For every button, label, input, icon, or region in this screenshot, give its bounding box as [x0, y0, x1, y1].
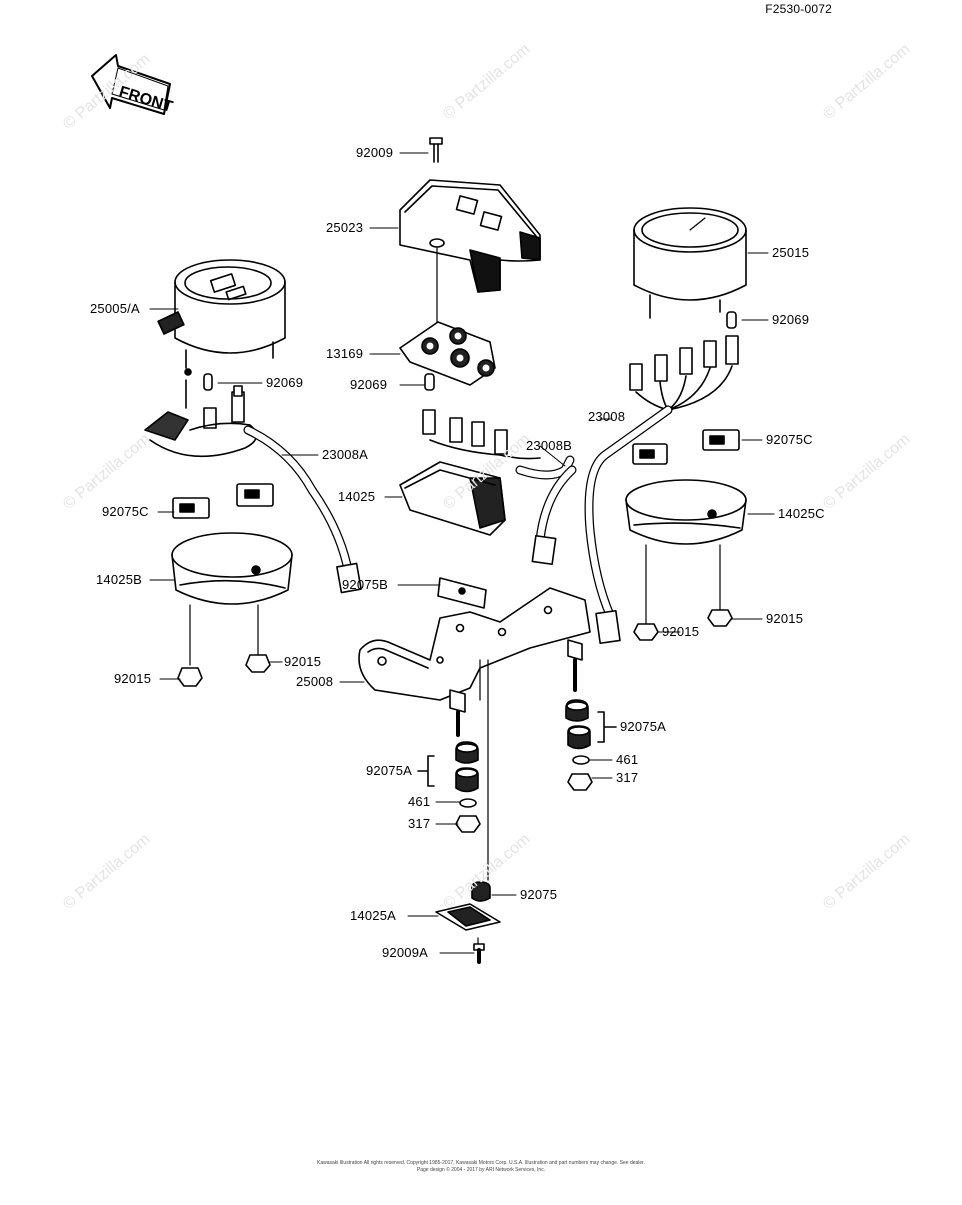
center-case-14025 [399, 461, 506, 536]
part-label-14025B[interactable]: 14025B [96, 572, 143, 587]
part-label-23008[interactable]: 23008 [588, 409, 626, 424]
part-label-92075C-right[interactable]: 92075C [766, 432, 813, 447]
part-label-92069-left[interactable]: 92069 [266, 375, 304, 390]
part-label-92015-right[interactable]: 92015 [766, 611, 804, 626]
part-label-92075A-right[interactable]: 92075A [620, 719, 667, 734]
right-cup-14025C [625, 429, 747, 641]
part-label-461-right[interactable]: 461 [616, 752, 639, 767]
part-label-25008[interactable]: 25008 [296, 674, 334, 689]
center-cover-25023 [399, 137, 541, 331]
left-clips [172, 483, 274, 519]
part-label-317-right[interactable]: 317 [616, 770, 639, 785]
part-label-461-left[interactable]: 461 [408, 794, 431, 809]
right-grommet-stack [565, 699, 617, 791]
part-label-317-left[interactable]: 317 [408, 816, 431, 831]
right-meter-25015 [633, 207, 747, 329]
part-label-92069-right[interactable]: 92069 [772, 312, 810, 327]
bottom-bracket-14025A [435, 881, 501, 964]
diagram-code: F2530-0072 [765, 2, 832, 16]
part-label-14025C[interactable]: 14025C [778, 506, 825, 521]
part-label-92015-left-upper[interactable]: 92015 [284, 654, 322, 669]
part-label-23008B[interactable]: 23008B [526, 438, 573, 453]
copyright-line-2: Page design © 2004 - 2017 by ARI Network… [416, 1167, 546, 1173]
part-label-92015-center[interactable]: 92015 [662, 624, 700, 639]
part-label-25005A[interactable]: 25005/A [90, 301, 140, 316]
part-label-23008A[interactable]: 23008A [322, 447, 369, 462]
part-label-25015[interactable]: 25015 [772, 245, 810, 260]
part-label-92075[interactable]: 92075 [520, 887, 558, 902]
part-label-92009[interactable]: 92009 [356, 145, 394, 160]
part-label-92009A[interactable]: 92009A [382, 945, 429, 960]
bulb-holder-13169 [399, 321, 496, 386]
part-label-92069-center[interactable]: 92069 [350, 377, 388, 392]
left-cup-14025B [171, 532, 293, 687]
part-label-92075B[interactable]: 92075B [342, 577, 389, 592]
right-harness-23008 [584, 335, 739, 645]
part-label-92075A-left[interactable]: 92075A [366, 763, 413, 778]
bracket-25008 [358, 587, 591, 881]
part-label-92015-left-lower[interactable]: 92015 [114, 671, 152, 686]
plate-92075B [437, 577, 487, 609]
part-label-14025[interactable]: 14025 [338, 489, 376, 504]
center-harness-23008B [422, 373, 577, 566]
leader-lines [149, 152, 775, 954]
left-meter-25005A [157, 259, 286, 376]
part-label-13169[interactable]: 13169 [326, 346, 364, 361]
part-label-92075C-left[interactable]: 92075C [102, 504, 149, 519]
part-label-25023[interactable]: 25023 [326, 220, 364, 235]
left-harness [144, 373, 362, 594]
copyright-line-1: Kawasaki Illustration All rights reserve… [317, 1160, 645, 1166]
part-label-14025A[interactable]: 14025A [350, 908, 397, 923]
